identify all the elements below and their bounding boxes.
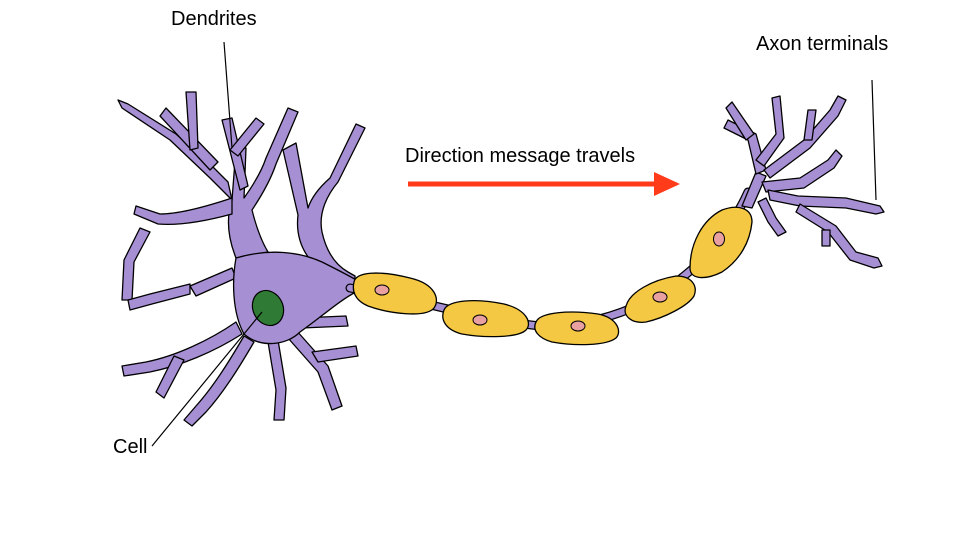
sheath-nuclei [374,231,725,332]
sheath-nucleus [472,314,488,326]
sheath-nucleus [570,320,586,332]
cell-nucleus [251,289,285,327]
cell-body [117,91,366,427]
direction-label: Direction message travels [405,145,636,167]
myelin-sheath [352,272,438,315]
dendrites-leader-line [223,41,233,149]
dendrites-label: Dendrites [171,8,257,30]
myelin-sheaths [352,206,753,346]
sheath-nucleus [652,291,668,303]
sheath-nucleus [713,231,725,247]
sheath-nucleus [374,284,390,296]
cell-leader-line [151,311,263,447]
axon-terminals-leader-line [871,79,877,201]
direction-arrow [408,172,680,196]
axon-terminals [723,95,885,269]
axon-terminals-label: Axon terminals [756,33,889,55]
cell-label: Cell [113,436,148,458]
